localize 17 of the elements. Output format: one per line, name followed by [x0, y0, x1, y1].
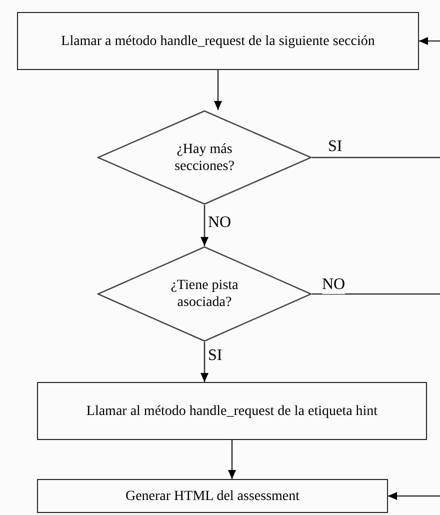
arrow	[200, 342, 208, 382]
process-box	[37, 382, 427, 440]
process-text: Generar HTML del assessment	[125, 488, 300, 504]
arrow	[388, 492, 440, 500]
arrow	[200, 205, 208, 246]
process-box	[17, 12, 419, 70]
arrow	[228, 440, 236, 479]
decision-diamond	[97, 110, 312, 205]
arrow	[419, 37, 440, 45]
edge-label: NO	[322, 276, 346, 294]
process-text: Llamar al método handle_request de la etiqueta hint	[86, 402, 378, 420]
process-box	[37, 479, 388, 513]
decision-text: ¿Tiene pista asociada?	[170, 277, 240, 311]
process-text: Llamar a método handle_request de la siguiente sección	[61, 32, 375, 50]
decision-diamond	[97, 246, 312, 342]
arrow	[214, 70, 222, 110]
decision-text: ¿Hay más secciones?	[174, 140, 236, 174]
